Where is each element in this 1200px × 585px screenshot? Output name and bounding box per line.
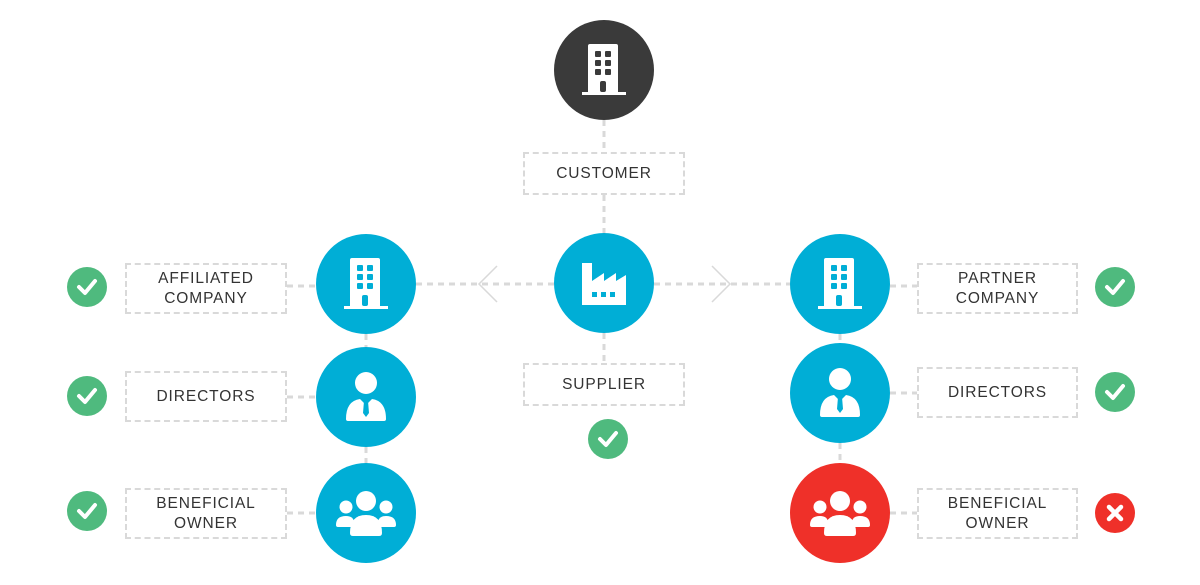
label-line1: AFFILIATED (158, 269, 254, 287)
label-line1: DIRECTORS (156, 387, 256, 405)
x-icon (1106, 504, 1124, 522)
building-icon (344, 258, 388, 309)
partner-company-label: PARTNER COMPANY (917, 263, 1078, 314)
right-2-status-ok (1095, 372, 1135, 412)
person-icon (820, 368, 860, 417)
arrow-right-icon (711, 265, 732, 303)
person-icon (346, 372, 386, 421)
customer-node[interactable] (554, 20, 654, 120)
label-line1: BENEFICIAL (947, 494, 1048, 512)
supplier-node[interactable] (554, 233, 654, 333)
left-3-status-ok (67, 491, 107, 531)
check-icon (1105, 384, 1125, 400)
customer-label: CUSTOMER (523, 152, 685, 195)
right-1-status-ok (1095, 267, 1135, 307)
right-3-status-fail (1095, 493, 1135, 533)
label-line2: COMPANY (164, 289, 248, 307)
supplier-label-text: SUPPLIER (562, 375, 646, 393)
check-icon (77, 279, 97, 295)
group-icon (336, 491, 396, 536)
label-line2: OWNER (174, 514, 238, 532)
left-1-status-ok (67, 267, 107, 307)
left-directors-label: DIRECTORS (125, 371, 287, 422)
right-directors-label: DIRECTORS (917, 367, 1078, 418)
label-line1: DIRECTORS (947, 383, 1048, 401)
group-icon (810, 491, 870, 536)
check-icon (1105, 279, 1125, 295)
check-icon (598, 431, 618, 447)
partner-company-node[interactable] (790, 234, 890, 334)
left-beneficial-owner-node[interactable] (316, 463, 416, 563)
right-beneficial-owner-label: BENEFICIAL OWNER (917, 488, 1078, 539)
building-icon (582, 44, 626, 95)
label-line2: COMPANY (955, 289, 1040, 307)
left-2-status-ok (67, 376, 107, 416)
left-beneficial-owner-label: BENEFICIAL OWNER (125, 488, 287, 539)
building-icon (818, 258, 862, 309)
check-icon (77, 503, 97, 519)
supplier-label: SUPPLIER (523, 363, 685, 406)
arrow-left-icon (477, 265, 498, 303)
customer-label-text: CUSTOMER (556, 164, 652, 182)
affiliated-company-label: AFFILIATED COMPANY (125, 263, 287, 314)
label-line2: OWNER (965, 514, 1030, 532)
check-icon (77, 388, 97, 404)
label-line1: BENEFICIAL (156, 494, 256, 512)
label-line1: PARTNER (958, 269, 1037, 287)
right-beneficial-owner-node[interactable] (790, 463, 890, 563)
right-directors-node[interactable] (790, 343, 890, 443)
left-directors-node[interactable] (316, 347, 416, 447)
affiliated-company-node[interactable] (316, 234, 416, 334)
factory-icon (582, 263, 626, 305)
supplier-status-ok (588, 419, 628, 459)
